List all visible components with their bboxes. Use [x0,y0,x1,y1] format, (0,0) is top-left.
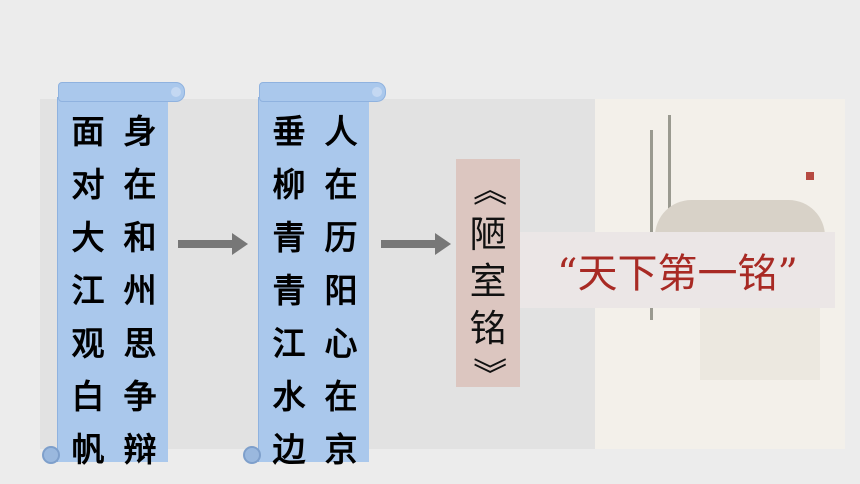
poem-char: 青 [272,218,306,257]
poem-char: 心 [324,324,358,363]
poem-char: 垂 [272,112,306,151]
poem-column-left: 面 对 大 江 观 白 帆 [66,105,110,476]
red-seal-stamp [806,172,814,180]
bamboo-stalk [650,130,653,320]
poem-column-right: 人 在 历 阳 心 在 京 [319,105,363,476]
poem-column-right: 身 在 和 州 思 争 辩 [118,105,162,476]
poem-char: 人 [324,112,358,151]
poem-char: 水 [272,377,306,416]
poem-char: 白 [71,377,105,416]
painting-inscription [800,118,830,168]
poem-char: 边 [272,430,306,469]
title-char: 室 [469,260,507,303]
poem-column-left: 垂 柳 青 青 江 水 边 [267,105,311,476]
title-open-bracket: 《 [468,172,508,206]
poem-char: 州 [123,271,157,310]
scroll-top-roll [58,82,185,102]
poem-char: 阳 [324,271,358,310]
right-arrow-icon [381,233,451,255]
poem-char: 柳 [272,165,306,204]
poem-scroll-1: 面 对 大 江 观 白 帆 身 在 和 州 思 争 辩 [42,82,185,469]
scroll-curl-icon [243,446,261,464]
poem-char: 在 [123,165,157,204]
scroll-top-roll [259,82,386,102]
poem-char: 在 [324,377,358,416]
poem-char: 争 [123,377,157,416]
poem-char: 历 [324,218,358,257]
poem-char: 江 [272,324,306,363]
poem-char: 在 [324,165,358,204]
poem-char: 青 [272,271,306,310]
title-char: 铭 [469,307,507,350]
poem-scroll-2: 垂 柳 青 青 江 水 边 人 在 历 阳 心 在 京 [243,82,386,469]
poem-char: 面 [71,112,105,151]
poem-char: 身 [123,112,157,151]
poem-char: 和 [123,218,157,257]
poem-char: 对 [71,165,105,204]
hut-wall-drawing [700,300,820,380]
quote-banner: “天下第一铭” [520,232,835,308]
title-close-bracket: 》 [468,357,508,391]
poem-char: 江 [71,271,105,310]
scroll-curl-icon [42,446,60,464]
title-char: 陋 [469,213,507,256]
poem-char: 大 [71,218,105,257]
poem-char: 京 [324,430,358,469]
title-box: 《 陋 室 铭 》 [456,159,520,391]
poem-char: 观 [71,324,105,363]
poem-char: 辩 [123,430,157,469]
right-arrow-icon [178,233,248,255]
bamboo-stalk [668,115,671,225]
poem-char: 思 [123,324,157,363]
poem-char: 帆 [71,430,105,469]
